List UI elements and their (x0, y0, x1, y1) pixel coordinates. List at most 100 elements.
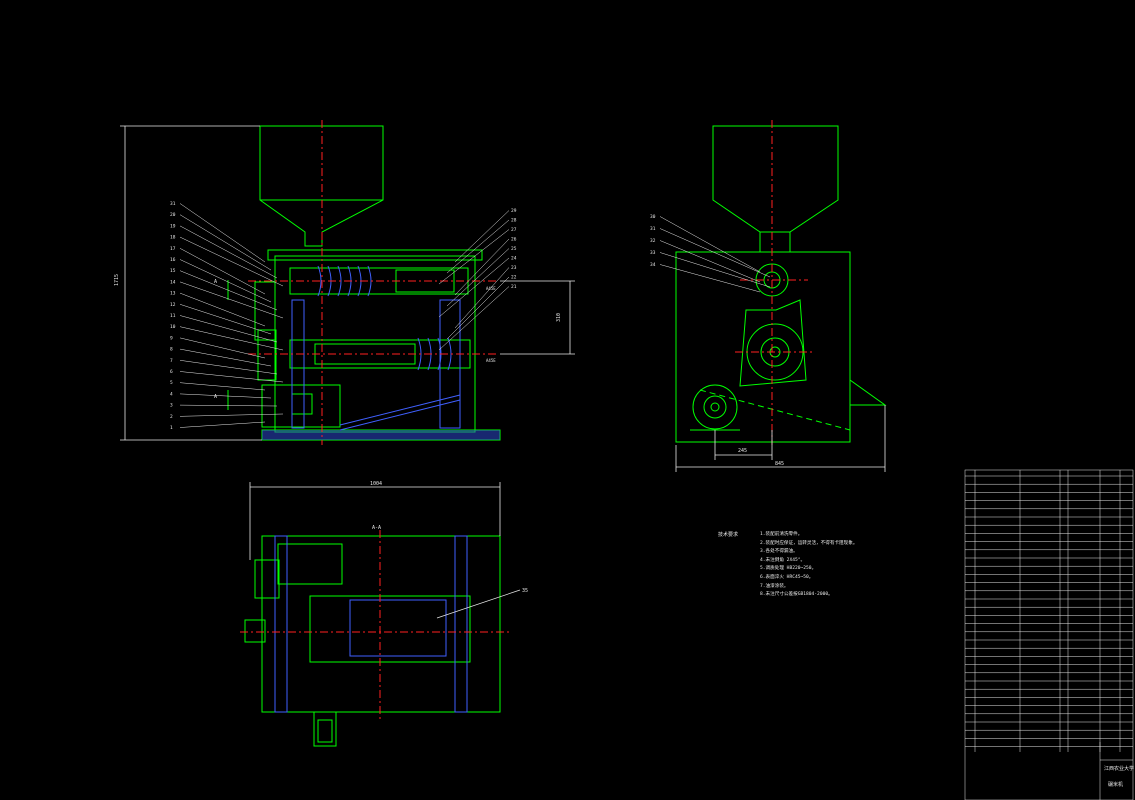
balloon-leader (179, 281, 284, 319)
balloon-leader (179, 225, 278, 279)
title-block-school: 江西农业大学 (1104, 765, 1134, 772)
part-balloon: 25 (511, 246, 517, 252)
balloon-leader (659, 252, 771, 288)
part-balloon: 20 (170, 212, 176, 218)
balloon-leader (179, 236, 284, 287)
top-left-pulley (244, 619, 266, 643)
part-balloon: 1 (170, 425, 173, 431)
top-dimensions (249, 482, 501, 560)
part-balloon: 27 (511, 227, 517, 233)
part-balloon: 15 (170, 268, 176, 274)
part-balloon: 16 (170, 257, 176, 263)
top-spout-inner (317, 719, 333, 743)
part-balloon: 29 (511, 208, 517, 214)
top-post-right (454, 535, 468, 713)
cut-label-bottom: A (214, 394, 217, 400)
tech-note-item: 6.表面淬火 HRC45~50。 (760, 574, 814, 580)
side-dimensions (675, 405, 886, 472)
part-balloon: 4 (170, 391, 173, 397)
part-balloon: 3 (170, 403, 173, 409)
balloon-leader (179, 203, 266, 263)
balloon-leader (179, 404, 278, 407)
part-balloon: 12 (170, 302, 176, 308)
top-view (240, 530, 510, 747)
balloon-leader (438, 286, 510, 351)
tech-note-item: 4.未注倒角 2X45°。 (760, 557, 806, 563)
top-post-left (274, 535, 288, 713)
balloon-leader (179, 270, 278, 311)
top-spout (313, 711, 337, 747)
part-balloon: 31 (650, 226, 656, 232)
tech-note-item: 1.装配前清洗零件。 (760, 532, 803, 537)
balloon-leader (179, 304, 272, 335)
discharge-chute (339, 394, 461, 431)
dimension-height (120, 125, 262, 441)
part-balloon: 34 (650, 262, 656, 268)
part-balloon: 19 (170, 223, 176, 229)
tech-notes-title: 技术要求 (718, 532, 739, 538)
leader-35 (436, 589, 521, 619)
side-motor-pulley (692, 384, 738, 430)
balloon-leader (179, 259, 272, 303)
top-roller (349, 599, 447, 657)
balloon-leader (446, 248, 510, 307)
title-block-drawing-name: 碾米机 (1108, 781, 1123, 788)
balloon-leader (179, 360, 278, 375)
top-motor (277, 543, 343, 585)
tech-note-item: 2.装配时应保证，运转灵活，不得有卡阻现象。 (760, 540, 858, 546)
balloon-leader (179, 348, 272, 367)
detail-label-1: A45E (486, 286, 496, 291)
top-plate (267, 249, 483, 261)
section-view-label: A-A (372, 525, 381, 531)
balloon-leader (179, 371, 284, 383)
balloon-35: 35 (522, 588, 528, 594)
part-balloon: 10 (170, 324, 176, 330)
side-motor-hub (703, 395, 727, 419)
balloon-leader (454, 210, 510, 263)
side-view (675, 120, 887, 445)
part-balloon: 11 (170, 313, 176, 319)
dim-side-width: 845 (775, 461, 784, 467)
tech-note-item: 3.各处不得漏油。 (760, 549, 798, 555)
balloon-leader (659, 240, 761, 283)
balloon-leader (179, 292, 266, 327)
balloon-leader (659, 264, 761, 293)
part-balloon: 13 (170, 291, 176, 297)
lower-pulley (257, 329, 277, 381)
top-roller-housing (309, 595, 471, 663)
balloon-leader (446, 276, 510, 340)
detail-label-2: A45E (486, 358, 496, 363)
part-balloon: 8 (170, 347, 173, 353)
part-balloon: 7 (170, 358, 173, 364)
balloon-leader (454, 238, 510, 296)
side-frame (739, 299, 807, 387)
balloon-leader (179, 382, 266, 391)
balloon-leader (179, 214, 272, 271)
balloon-group-side: 30 31 32 33 34 (650, 214, 771, 293)
hopper (259, 125, 384, 247)
upper-pulley (254, 281, 276, 341)
frame-post-right (439, 299, 461, 429)
part-balloon: 33 (650, 250, 656, 256)
part-balloon: 24 (511, 256, 517, 262)
part-balloon: 21 (511, 284, 517, 290)
part-balloon: 14 (170, 279, 176, 285)
balloon-leader (659, 228, 771, 278)
part-balloon: 22 (511, 275, 517, 281)
tech-note-item: 7.油漆涂装。 (760, 583, 789, 589)
balloon-leader (179, 413, 284, 417)
part-balloon: 32 (650, 238, 656, 244)
balloon-leader (179, 421, 266, 428)
part-balloon: 18 (170, 235, 176, 241)
dim-side-offset: 245 (738, 448, 747, 454)
bill-of-materials (964, 469, 1134, 800)
part-balloon: 30 (650, 214, 656, 220)
tech-note-item: 5.调质处理 HB220~250。 (760, 566, 817, 572)
part-balloon: 26 (511, 237, 517, 243)
balloon-leader (179, 315, 278, 343)
dimension-spacing (500, 280, 575, 355)
dim-top-width: 1004 (370, 481, 382, 487)
